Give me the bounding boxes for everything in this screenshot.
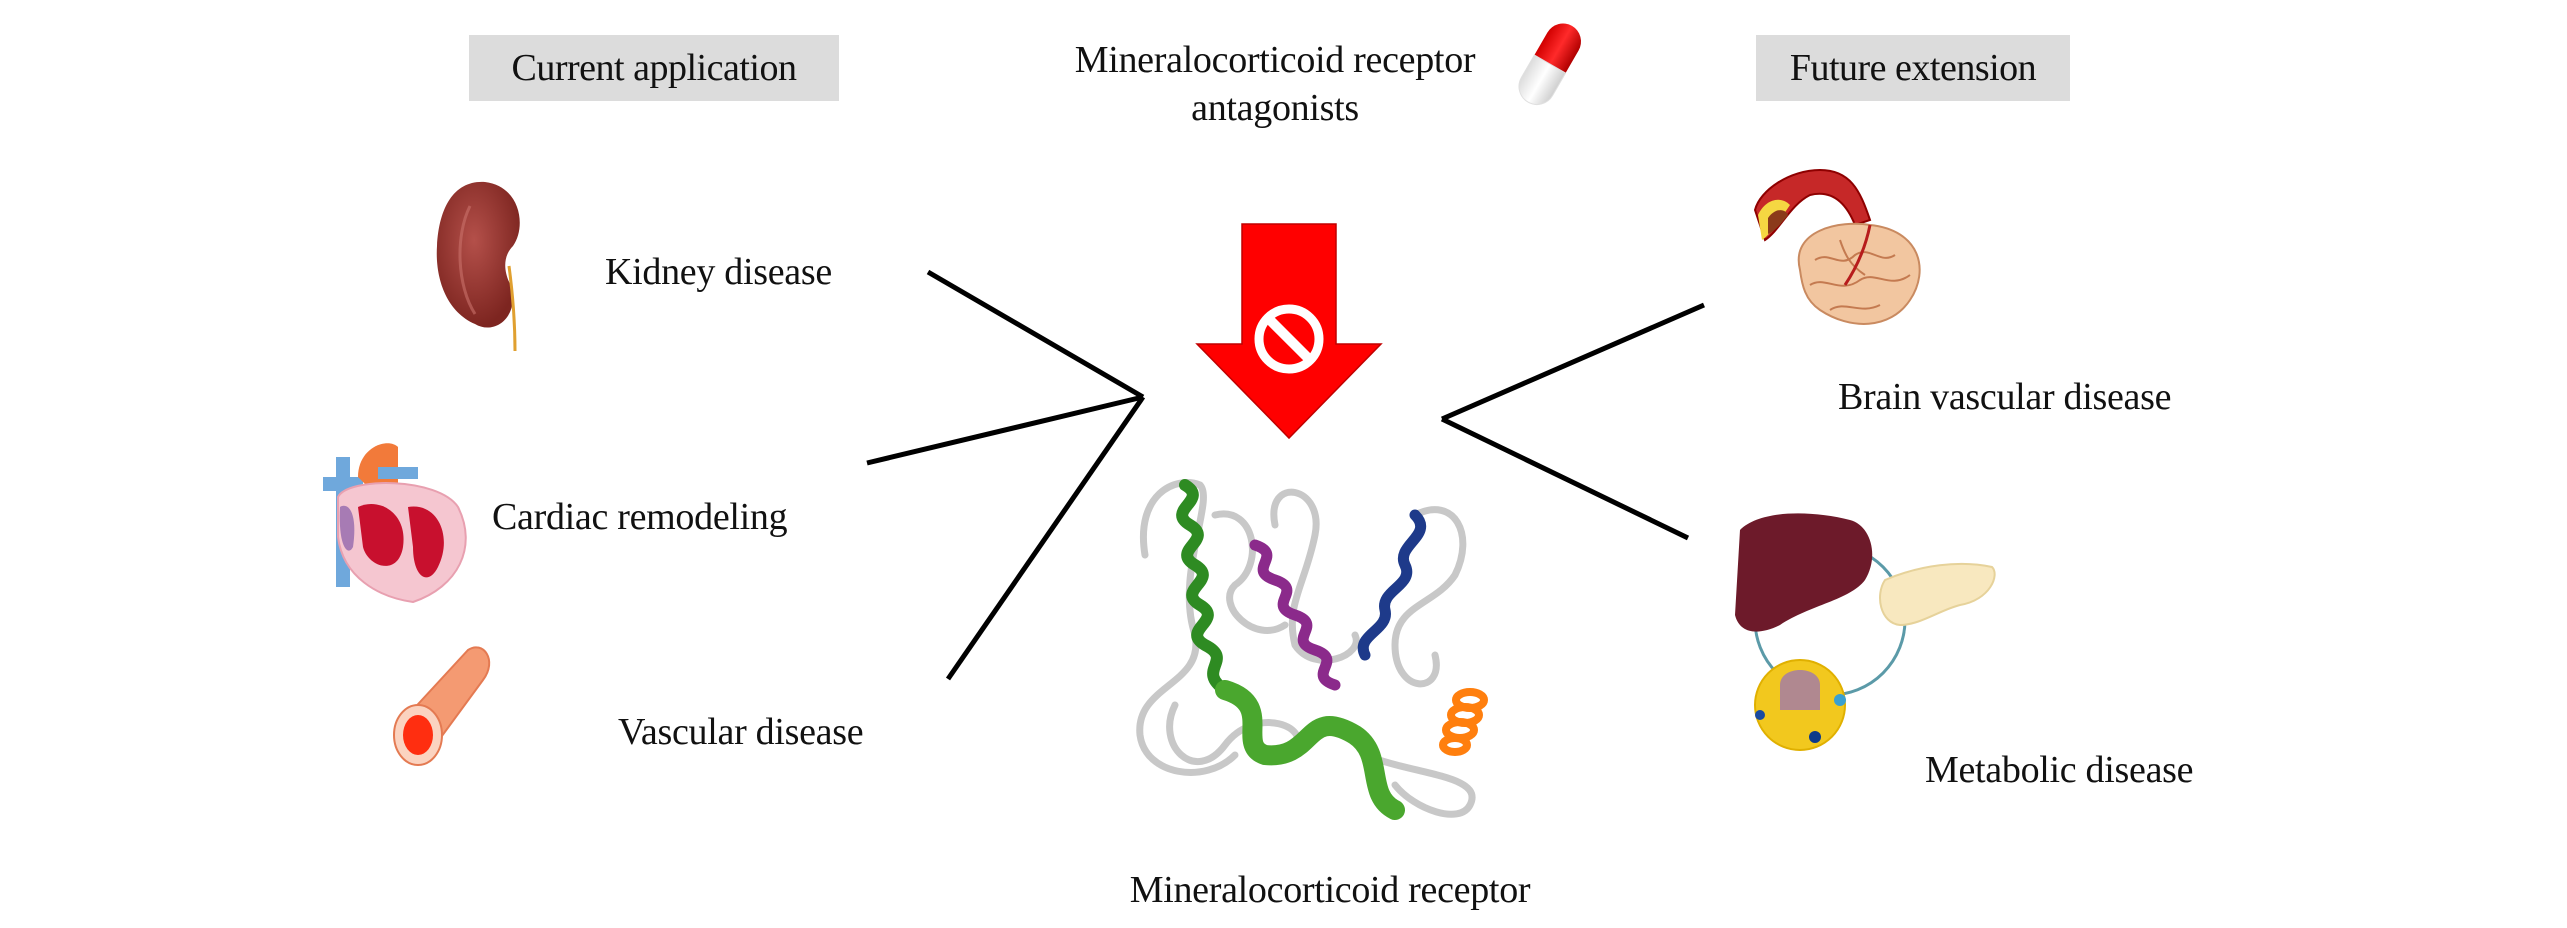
future-extension-header: Future extension xyxy=(1756,35,2070,101)
current-application-header: Current application xyxy=(469,35,839,101)
kidney-icon xyxy=(436,181,520,352)
brain-vascular-disease-label: Brain vascular disease xyxy=(1838,376,2172,418)
drug-label-line1: Mineralocorticoid receptor xyxy=(1074,39,1476,81)
heart-icon xyxy=(323,443,467,604)
connector-metabolic xyxy=(1440,416,1690,541)
purple-helix xyxy=(1249,539,1341,691)
pill-icon xyxy=(1518,23,1581,105)
future-extension-header-text: Future extension xyxy=(1789,47,2037,89)
vascular-disease-label: Vascular disease xyxy=(618,711,864,753)
metabolic-disease-label: Metabolic disease xyxy=(1925,749,2194,791)
connector-cardiac xyxy=(866,394,1144,466)
current-application-header-text: Current application xyxy=(511,47,797,89)
orange-helix xyxy=(1439,688,1488,756)
prohibition-icon xyxy=(1254,304,1324,374)
drug-label-line2: antagonists xyxy=(1191,87,1359,129)
green-helix xyxy=(1176,479,1405,820)
pancreas-shape xyxy=(1879,562,1996,627)
connector-kidney xyxy=(926,269,1145,400)
connector-vascular xyxy=(945,395,1146,681)
brain-icon xyxy=(1753,168,1921,325)
liver-shape xyxy=(1735,513,1873,632)
cardiac-remodeling-label: Cardiac remodeling xyxy=(492,496,788,538)
receptor-label: Mineralocorticoid receptor xyxy=(1129,869,1531,911)
connector-brain xyxy=(1441,302,1705,422)
kidney-disease-label: Kidney disease xyxy=(605,251,832,293)
blue-helix xyxy=(1357,509,1427,661)
drug-label: Mineralocorticoid receptor antagonists xyxy=(1020,36,1530,132)
liver-pancreas-adipocyte-icon xyxy=(1735,513,1996,751)
blood-vessel-icon xyxy=(393,646,491,766)
protein-structure-icon xyxy=(1136,479,1488,820)
inhibition-arrow xyxy=(1195,223,1383,440)
